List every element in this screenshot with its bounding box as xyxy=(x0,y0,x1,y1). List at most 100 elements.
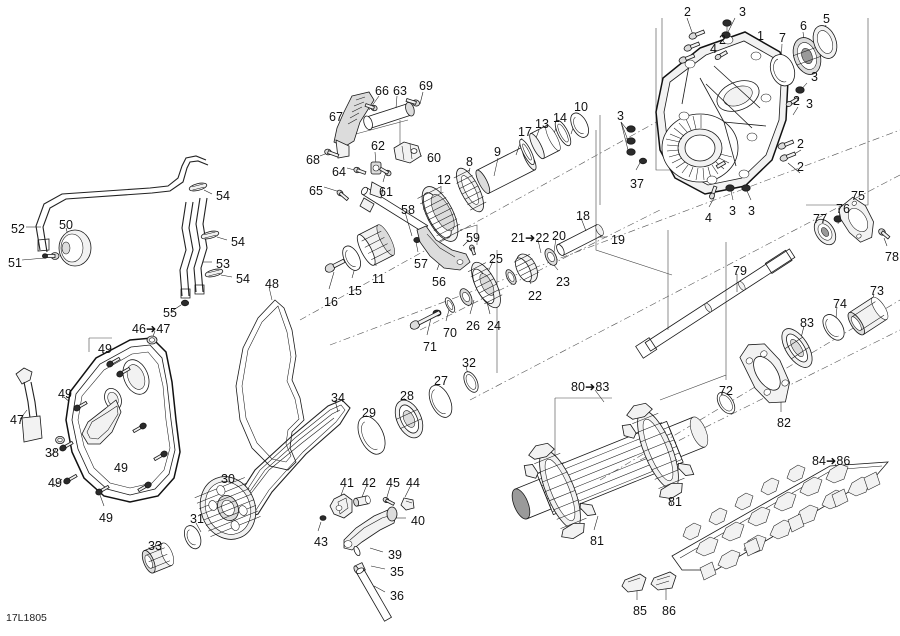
part-callout-58: 58 xyxy=(401,203,415,217)
part-callout-68: 68 xyxy=(306,153,320,167)
part-callout-80-to-83: 80➜83 xyxy=(571,380,610,394)
part-callout-40: 40 xyxy=(411,514,425,528)
part-callout-5: 5 xyxy=(823,12,830,26)
part-callout-84-to-86: 84➜86 xyxy=(812,454,851,468)
part-callout-26: 26 xyxy=(466,319,480,333)
part-callout-4: 4 xyxy=(705,211,712,225)
part-callout-49: 49 xyxy=(48,476,62,490)
part-callout-65: 65 xyxy=(309,184,323,198)
chaincase-cover-art xyxy=(16,336,180,502)
part-callout-23: 23 xyxy=(556,275,570,289)
part-callout-43: 43 xyxy=(314,535,328,549)
part-callout-41: 41 xyxy=(340,476,354,490)
part-callout-81: 81 xyxy=(590,534,604,548)
part-callout-19: 19 xyxy=(611,233,625,247)
part-callout-11: 11 xyxy=(372,272,385,286)
part-callout-9: 9 xyxy=(494,145,501,159)
part-callout-34: 34 xyxy=(331,391,345,405)
part-callout-35: 35 xyxy=(390,565,404,579)
part-callout-83: 83 xyxy=(800,316,814,330)
part-callout-39: 39 xyxy=(388,548,402,562)
part-callout-14: 14 xyxy=(553,111,567,125)
part-callout-6: 6 xyxy=(800,19,807,33)
pedal-brake-art xyxy=(320,494,414,621)
part-callout-55: 55 xyxy=(163,306,177,320)
gasket-art xyxy=(236,300,304,470)
part-callout-67: 67 xyxy=(329,110,343,124)
part-callout-73: 73 xyxy=(870,284,884,298)
part-callout-33: 33 xyxy=(148,539,162,553)
cover-bolts xyxy=(59,356,169,496)
part-callout-12: 12 xyxy=(437,173,451,187)
part-callout-48: 48 xyxy=(265,277,279,291)
part-callout-62: 62 xyxy=(371,139,385,153)
part-callout-79: 79 xyxy=(733,264,747,278)
fasteners-top xyxy=(627,20,804,200)
part-callout-21-to-22: 21➜22 xyxy=(511,231,550,245)
part-callout-31: 31 xyxy=(190,512,204,526)
part-callout-7: 7 xyxy=(779,31,786,45)
part-callout-17: 17 xyxy=(518,125,532,139)
part-callout-51: 51 xyxy=(8,256,22,270)
part-callout-2: 2 xyxy=(719,33,726,47)
part-callout-56: 56 xyxy=(432,275,446,289)
part-callout-15: 15 xyxy=(348,284,362,298)
part-callout-3: 3 xyxy=(617,109,624,123)
part-callout-18: 18 xyxy=(576,209,590,223)
part-callout-61: 61 xyxy=(379,185,393,199)
part-callout-45: 45 xyxy=(386,476,400,490)
part-callout-1: 1 xyxy=(757,29,764,43)
part-callout-72: 72 xyxy=(719,384,733,398)
part-callout-10: 10 xyxy=(574,100,588,114)
part-callout-3: 3 xyxy=(739,5,746,19)
part-callout-28: 28 xyxy=(400,389,414,403)
part-callout-16: 16 xyxy=(324,295,338,309)
part-callout-74: 74 xyxy=(833,297,847,311)
part-callout-63: 63 xyxy=(393,84,407,98)
track-section-art xyxy=(622,462,888,592)
drive-axle-art xyxy=(636,194,891,417)
part-callout-77: 77 xyxy=(813,212,827,226)
part-callout-60: 60 xyxy=(427,151,441,165)
part-callout-2: 2 xyxy=(797,137,804,151)
part-callout-54: 54 xyxy=(231,235,245,249)
part-callout-82: 82 xyxy=(777,416,791,430)
part-callout-75: 75 xyxy=(851,189,865,203)
part-callout-47: 47 xyxy=(10,413,24,427)
part-callout-49: 49 xyxy=(98,342,112,356)
part-callout-27: 27 xyxy=(434,374,448,388)
part-callout-54: 54 xyxy=(236,272,250,286)
part-callout-25: 25 xyxy=(489,252,503,266)
part-callout-36: 36 xyxy=(390,589,404,603)
part-callout-13: 13 xyxy=(535,117,549,131)
axis-lines xyxy=(300,120,900,480)
part-callout-59: 59 xyxy=(466,231,480,245)
gear-cluster-art xyxy=(324,110,605,331)
part-callout-70: 70 xyxy=(443,326,457,340)
part-callout-69: 69 xyxy=(419,79,433,93)
part-callout-50: 50 xyxy=(59,218,73,232)
part-callout-64: 64 xyxy=(332,165,346,179)
sheet-code: 17L1805 xyxy=(6,612,47,624)
part-callout-57: 57 xyxy=(414,257,428,271)
part-callout-49: 49 xyxy=(114,461,128,475)
part-callout-49: 49 xyxy=(58,387,72,401)
part-callout-66: 66 xyxy=(375,84,389,98)
part-callout-76: 76 xyxy=(836,202,850,216)
part-callout-49: 49 xyxy=(99,511,113,525)
drive-axle-assembly-art xyxy=(506,395,713,546)
part-callout-32: 32 xyxy=(462,356,476,370)
part-callout-20: 20 xyxy=(552,229,566,243)
part-callout-38: 38 xyxy=(45,446,59,460)
part-callout-24: 24 xyxy=(487,319,501,333)
part-callout-30: 30 xyxy=(221,472,235,486)
part-callout-78: 78 xyxy=(885,250,899,264)
part-callout-8: 8 xyxy=(466,155,473,169)
part-callout-54: 54 xyxy=(216,189,230,203)
part-callout-52: 52 xyxy=(11,222,25,236)
part-callout-44: 44 xyxy=(406,476,420,490)
part-callout-3: 3 xyxy=(748,204,755,218)
shift-linkage-art xyxy=(324,92,477,270)
